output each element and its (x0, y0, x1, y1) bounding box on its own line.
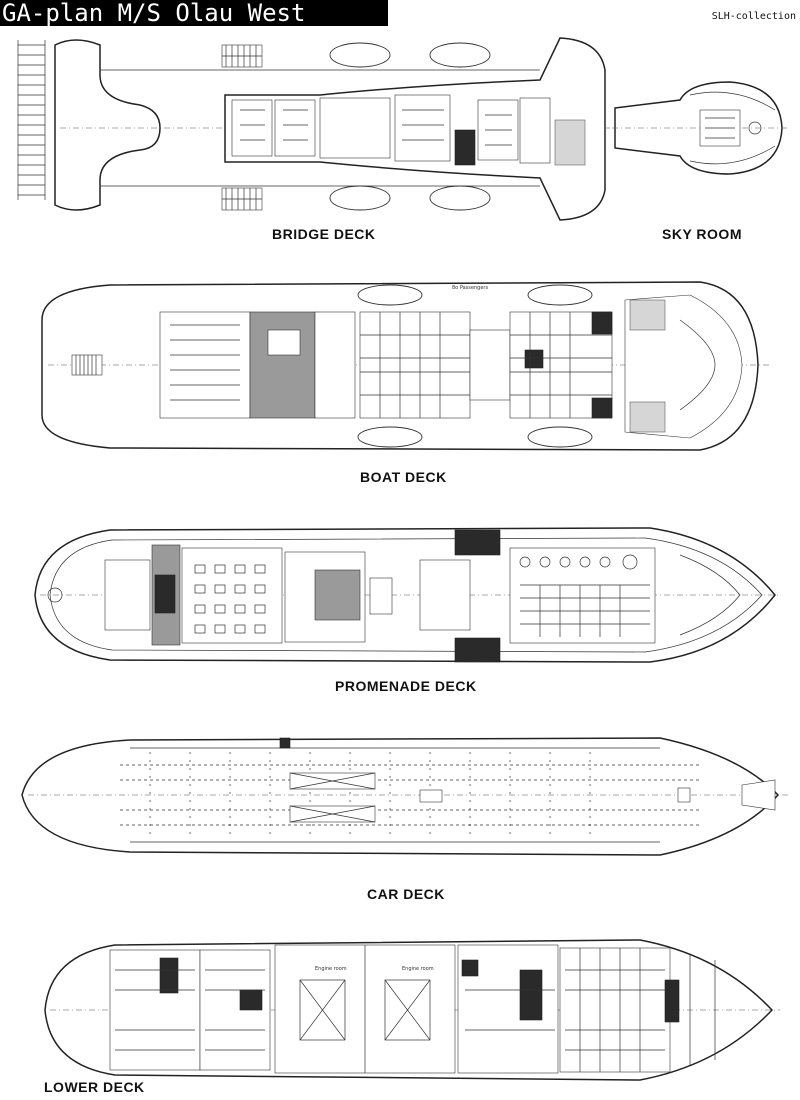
boat-deck-plan: 8o Passengers (41, 281, 770, 451)
engine-room-label-aft: Engine room (315, 966, 347, 972)
lifeboat (329, 42, 391, 68)
galley-shaded (314, 569, 361, 621)
car-bow-door (741, 779, 776, 811)
promenade-deck-label: PROMENADE DECK (335, 678, 477, 694)
lifeboat (429, 185, 491, 211)
lifeboat (357, 284, 423, 306)
lifeboat (329, 185, 391, 211)
engine-room-label-fore: Engine room (402, 966, 434, 972)
car-deck-label: CAR DECK (367, 886, 445, 902)
bridge-seating-blocks (221, 44, 263, 211)
lifeboat (357, 426, 423, 448)
bridge-shaded-room (454, 129, 476, 166)
sky-room-label: SKY ROOM (662, 226, 742, 242)
car-deck-plan (21, 737, 790, 856)
boat-deck-passenger-note: 8o Passengers (452, 285, 488, 291)
boat-aft-stair (71, 354, 103, 376)
boat-shaded-block (249, 311, 316, 419)
promenade-deck-plan (34, 527, 780, 663)
lifeboat (429, 42, 491, 68)
boat-deck-label: BOAT DECK (360, 469, 447, 485)
lifeboat (527, 284, 593, 306)
collection-credit: SLH-collection (711, 11, 796, 22)
lower-deck-label: LOWER DECK (44, 1079, 145, 1095)
bridge-deck-plan (17, 37, 610, 221)
page-title: GA-plan M/S Olau West (0, 0, 388, 26)
lower-deck-plan: Engine room Engine room (44, 939, 780, 1081)
bridge-aft-deck-lines (17, 40, 46, 200)
bridge-funnel-casing (54, 39, 161, 211)
restaurant-tables (194, 564, 266, 634)
sky-room-plan (612, 81, 790, 175)
bridge-deck-label: BRIDGE DECK (272, 226, 376, 242)
lifeboat (527, 426, 593, 448)
